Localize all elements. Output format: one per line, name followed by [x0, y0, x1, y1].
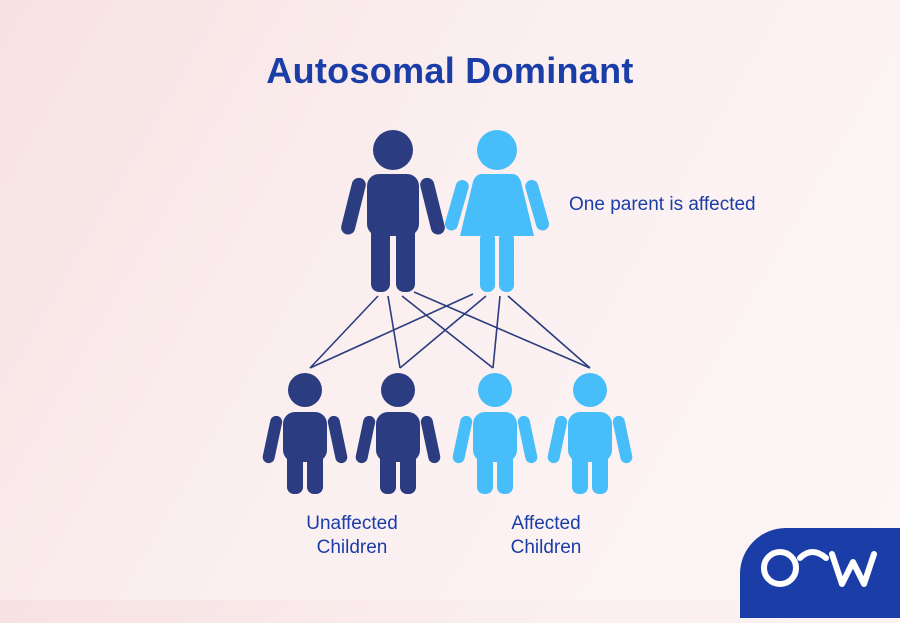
affected-children-label: Affected Children	[466, 512, 626, 560]
diagram-title: Autosomal Dominant	[266, 50, 634, 91]
unaffected-label-line2: Children	[316, 537, 388, 558]
child-figure-affected-2	[547, 373, 633, 494]
father-figure	[341, 130, 445, 292]
ow-logo-icon	[740, 528, 900, 618]
ow-logo-mark	[761, 549, 877, 587]
inheritance-diagram	[262, 130, 633, 494]
unaffected-children-label: Unaffected Children	[272, 512, 432, 560]
child-figure-unaffected-2	[355, 373, 441, 494]
affected-label-line2: Children	[510, 537, 582, 558]
unaffected-label-line1: Unaffected	[306, 513, 398, 534]
affected-label-line1: Affected	[511, 513, 581, 534]
child-figure-unaffected-1	[262, 373, 348, 494]
inheritance-lines	[309, 291, 591, 369]
mother-figure	[444, 130, 550, 292]
parents-note: One parent is affected	[569, 194, 756, 215]
child-figure-affected-1	[452, 373, 538, 494]
